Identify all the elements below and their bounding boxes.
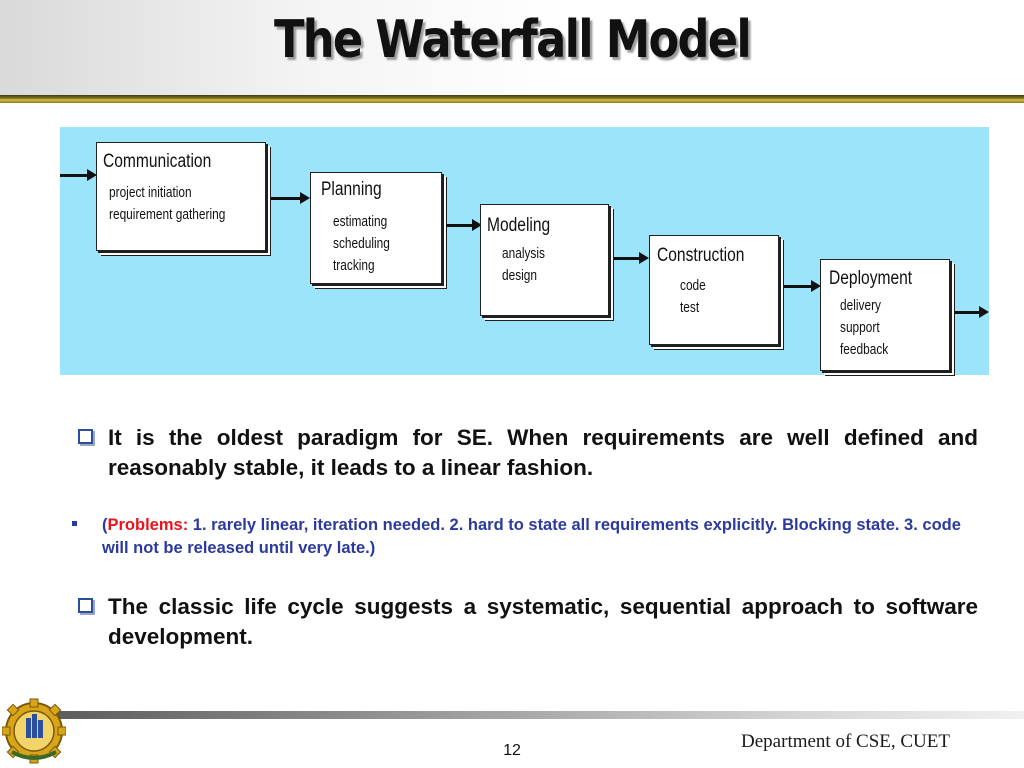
box-communication: Communication project initiation require… — [96, 142, 266, 251]
box-title: Planning — [321, 179, 382, 200]
box-item: estimating — [333, 214, 388, 230]
footer-rule — [40, 711, 1024, 719]
box-title: Communication — [103, 151, 212, 172]
bullet-classic-life-cycle: The classic life cycle suggests a system… — [108, 594, 978, 649]
page-number: 12 — [503, 742, 521, 759]
box-item: code — [680, 278, 706, 294]
box-deployment: Deployment delivery support feedback — [820, 259, 950, 371]
box-planning: Planning estimating scheduling tracking — [310, 172, 442, 284]
box-construction: Construction code test — [649, 235, 779, 345]
arrow-3 — [614, 252, 649, 264]
box-title: Deployment — [829, 268, 913, 289]
box-item: scheduling — [333, 236, 390, 252]
arrow-in — [60, 169, 97, 181]
arrow-2 — [446, 219, 482, 231]
problems-open-paren: ( — [102, 516, 108, 534]
bullet-paradigm: It is the oldest paradigm for SE. When r… — [108, 425, 978, 480]
box-item: project initiation — [109, 185, 192, 201]
problems-label: Problems: — [107, 516, 189, 534]
checkbox-bullet-icon — [78, 429, 93, 444]
box-item: support — [840, 320, 880, 336]
box-item: requirement gathering — [109, 207, 226, 223]
department-label: Department of CSE, CUET — [741, 731, 950, 752]
header-band — [0, 0, 1024, 96]
box-item: design — [502, 268, 538, 284]
box-item: feedback — [840, 342, 889, 358]
box-modeling: Modeling analysis design — [480, 204, 609, 316]
box-item: analysis — [502, 246, 545, 262]
checkbox-bullet-icon — [78, 598, 93, 613]
header-rule — [0, 95, 1024, 103]
cuet-logo-icon — [2, 698, 66, 764]
box-item: test — [680, 300, 700, 316]
square-bullet-icon — [72, 521, 77, 526]
arrow-1 — [271, 192, 310, 204]
box-item: tracking — [333, 258, 375, 274]
problems-note: (Problems: 1. rarely linear, iteration n… — [102, 514, 982, 560]
problems-text: 1. rarely linear, iteration needed. 2. h… — [102, 516, 961, 557]
arrow-out — [955, 306, 989, 318]
box-title: Construction — [657, 245, 745, 266]
slide-title: The Waterfall Model — [273, 10, 752, 70]
box-item: delivery — [840, 298, 881, 314]
box-title: Modeling — [487, 215, 551, 236]
arrow-4 — [784, 280, 821, 292]
